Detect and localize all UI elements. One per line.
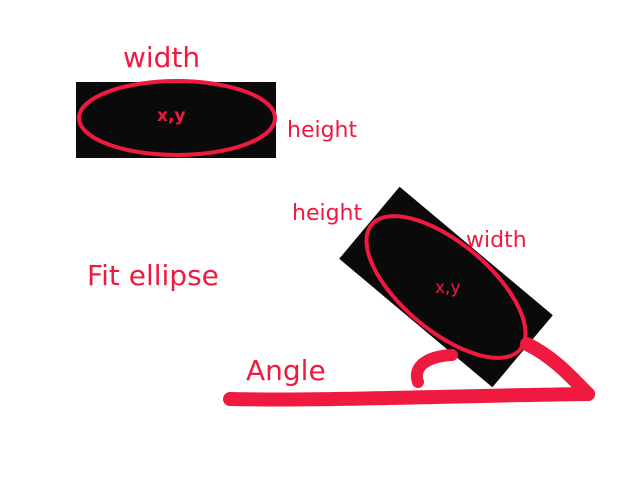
angle-arc bbox=[410, 349, 458, 388]
angle-baseline bbox=[223, 387, 595, 407]
width-label-upright: width bbox=[123, 41, 201, 74]
diagram-title: Fit ellipse bbox=[87, 259, 219, 292]
angle-side-stroke bbox=[520, 337, 595, 401]
width-label-rotated: width bbox=[466, 228, 527, 253]
height-label-rotated: height bbox=[292, 201, 363, 226]
ellipse-rotated bbox=[364, 214, 528, 360]
angle-label: Angle bbox=[246, 354, 326, 387]
ellipse-upright bbox=[77, 79, 277, 157]
center-label-rotated: x,y bbox=[435, 278, 461, 298]
height-label-upright: height bbox=[287, 118, 358, 143]
bounding-box-rotated bbox=[339, 186, 553, 388]
center-label-upright: x,y bbox=[157, 106, 186, 126]
